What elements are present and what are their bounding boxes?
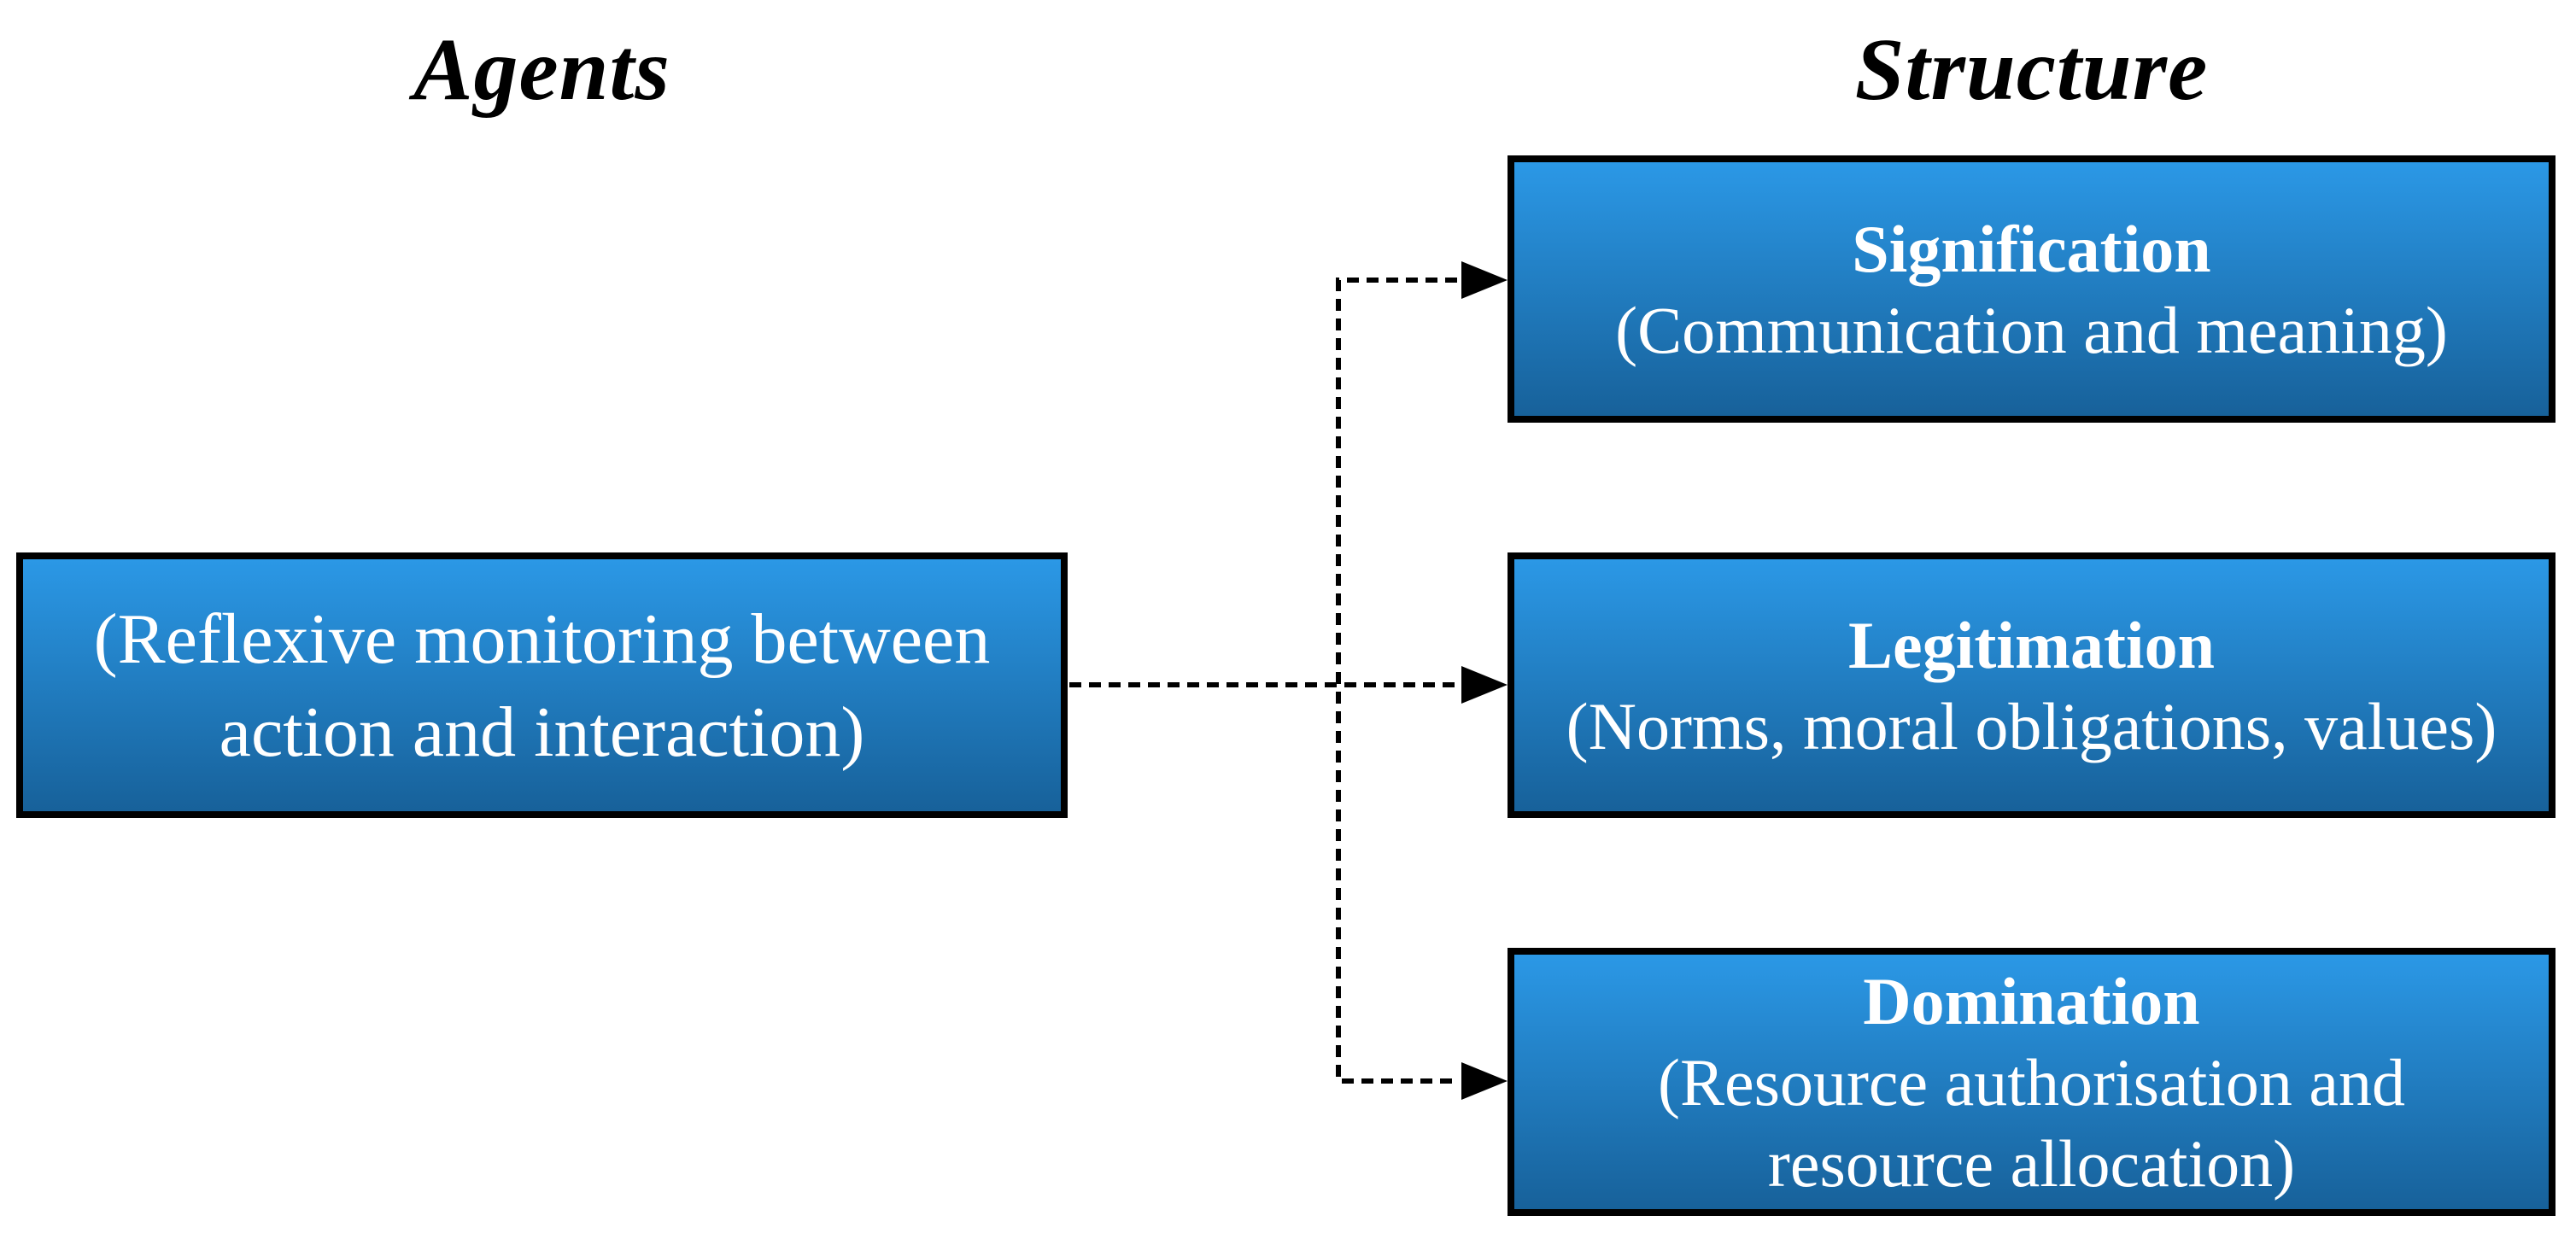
domination-box-title: Domination <box>1863 963 2200 1038</box>
legitimation-box-title: Legitimation <box>1848 607 2215 682</box>
legitimation-box-description: (Norms, moral obligations, values) <box>1566 688 2497 763</box>
connector-branch-trunk-line <box>1336 278 1457 1084</box>
arrowhead-to-domination-icon <box>1461 1062 1508 1100</box>
domination-box-description: resource allocation) <box>1767 1125 2296 1201</box>
agents-box-text-line: (Reflexive monitoring between <box>93 599 991 679</box>
structure-heading: Structure <box>1854 20 2209 119</box>
legitimation-box: Legitimation (Norms, moral obligations, … <box>1508 552 2556 818</box>
domination-box: Domination (Resource authorisation and r… <box>1508 948 2556 1216</box>
signification-box-description: (Communication and meaning) <box>1615 292 2448 367</box>
signification-box-title: Signification <box>1852 211 2211 286</box>
arrowhead-to-signification-icon <box>1461 261 1508 299</box>
arrowhead-to-legitimation-icon <box>1461 666 1508 704</box>
agents-heading: Agents <box>413 20 670 119</box>
agents-box: (Reflexive monitoring between action and… <box>16 552 1068 818</box>
agents-box-text-line: action and interaction) <box>219 692 865 772</box>
signification-box: Signification (Communication and meaning… <box>1508 155 2556 423</box>
domination-box-description: (Resource authorisation and <box>1657 1044 2406 1119</box>
